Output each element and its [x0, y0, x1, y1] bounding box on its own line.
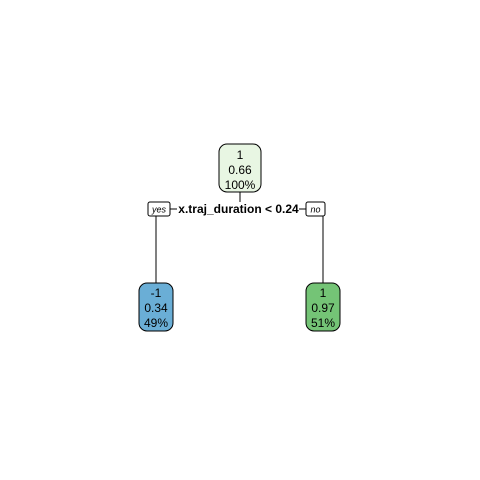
root-prob: 0.66	[228, 163, 252, 177]
right-percent: 51%	[311, 316, 335, 330]
right-class: 1	[320, 286, 327, 300]
root-node: 1 0.66 100%	[218, 143, 262, 193]
left-leaf-box	[138, 282, 174, 332]
root-percent: 100%	[225, 178, 256, 192]
left-leaf-node: -1 0.34 49%	[138, 282, 174, 332]
no-box	[305, 201, 326, 217]
right-prob: 0.97	[311, 301, 335, 315]
no-label-box: no	[305, 201, 326, 217]
yes-label: yes	[151, 205, 167, 215]
split-condition: x.traj_duration < 0.24	[178, 202, 299, 216]
right-leaf-node: 1 0.97 51%	[305, 282, 341, 332]
no-label: no	[310, 205, 320, 215]
right-leaf-box	[305, 282, 341, 332]
left-prob: 0.34	[144, 301, 168, 315]
left-percent: 49%	[144, 316, 168, 330]
yes-label-box: yes	[147, 201, 171, 217]
root-node-box	[218, 143, 262, 193]
yes-box	[147, 201, 171, 217]
left-class: -1	[151, 286, 162, 300]
root-class: 1	[237, 148, 244, 162]
